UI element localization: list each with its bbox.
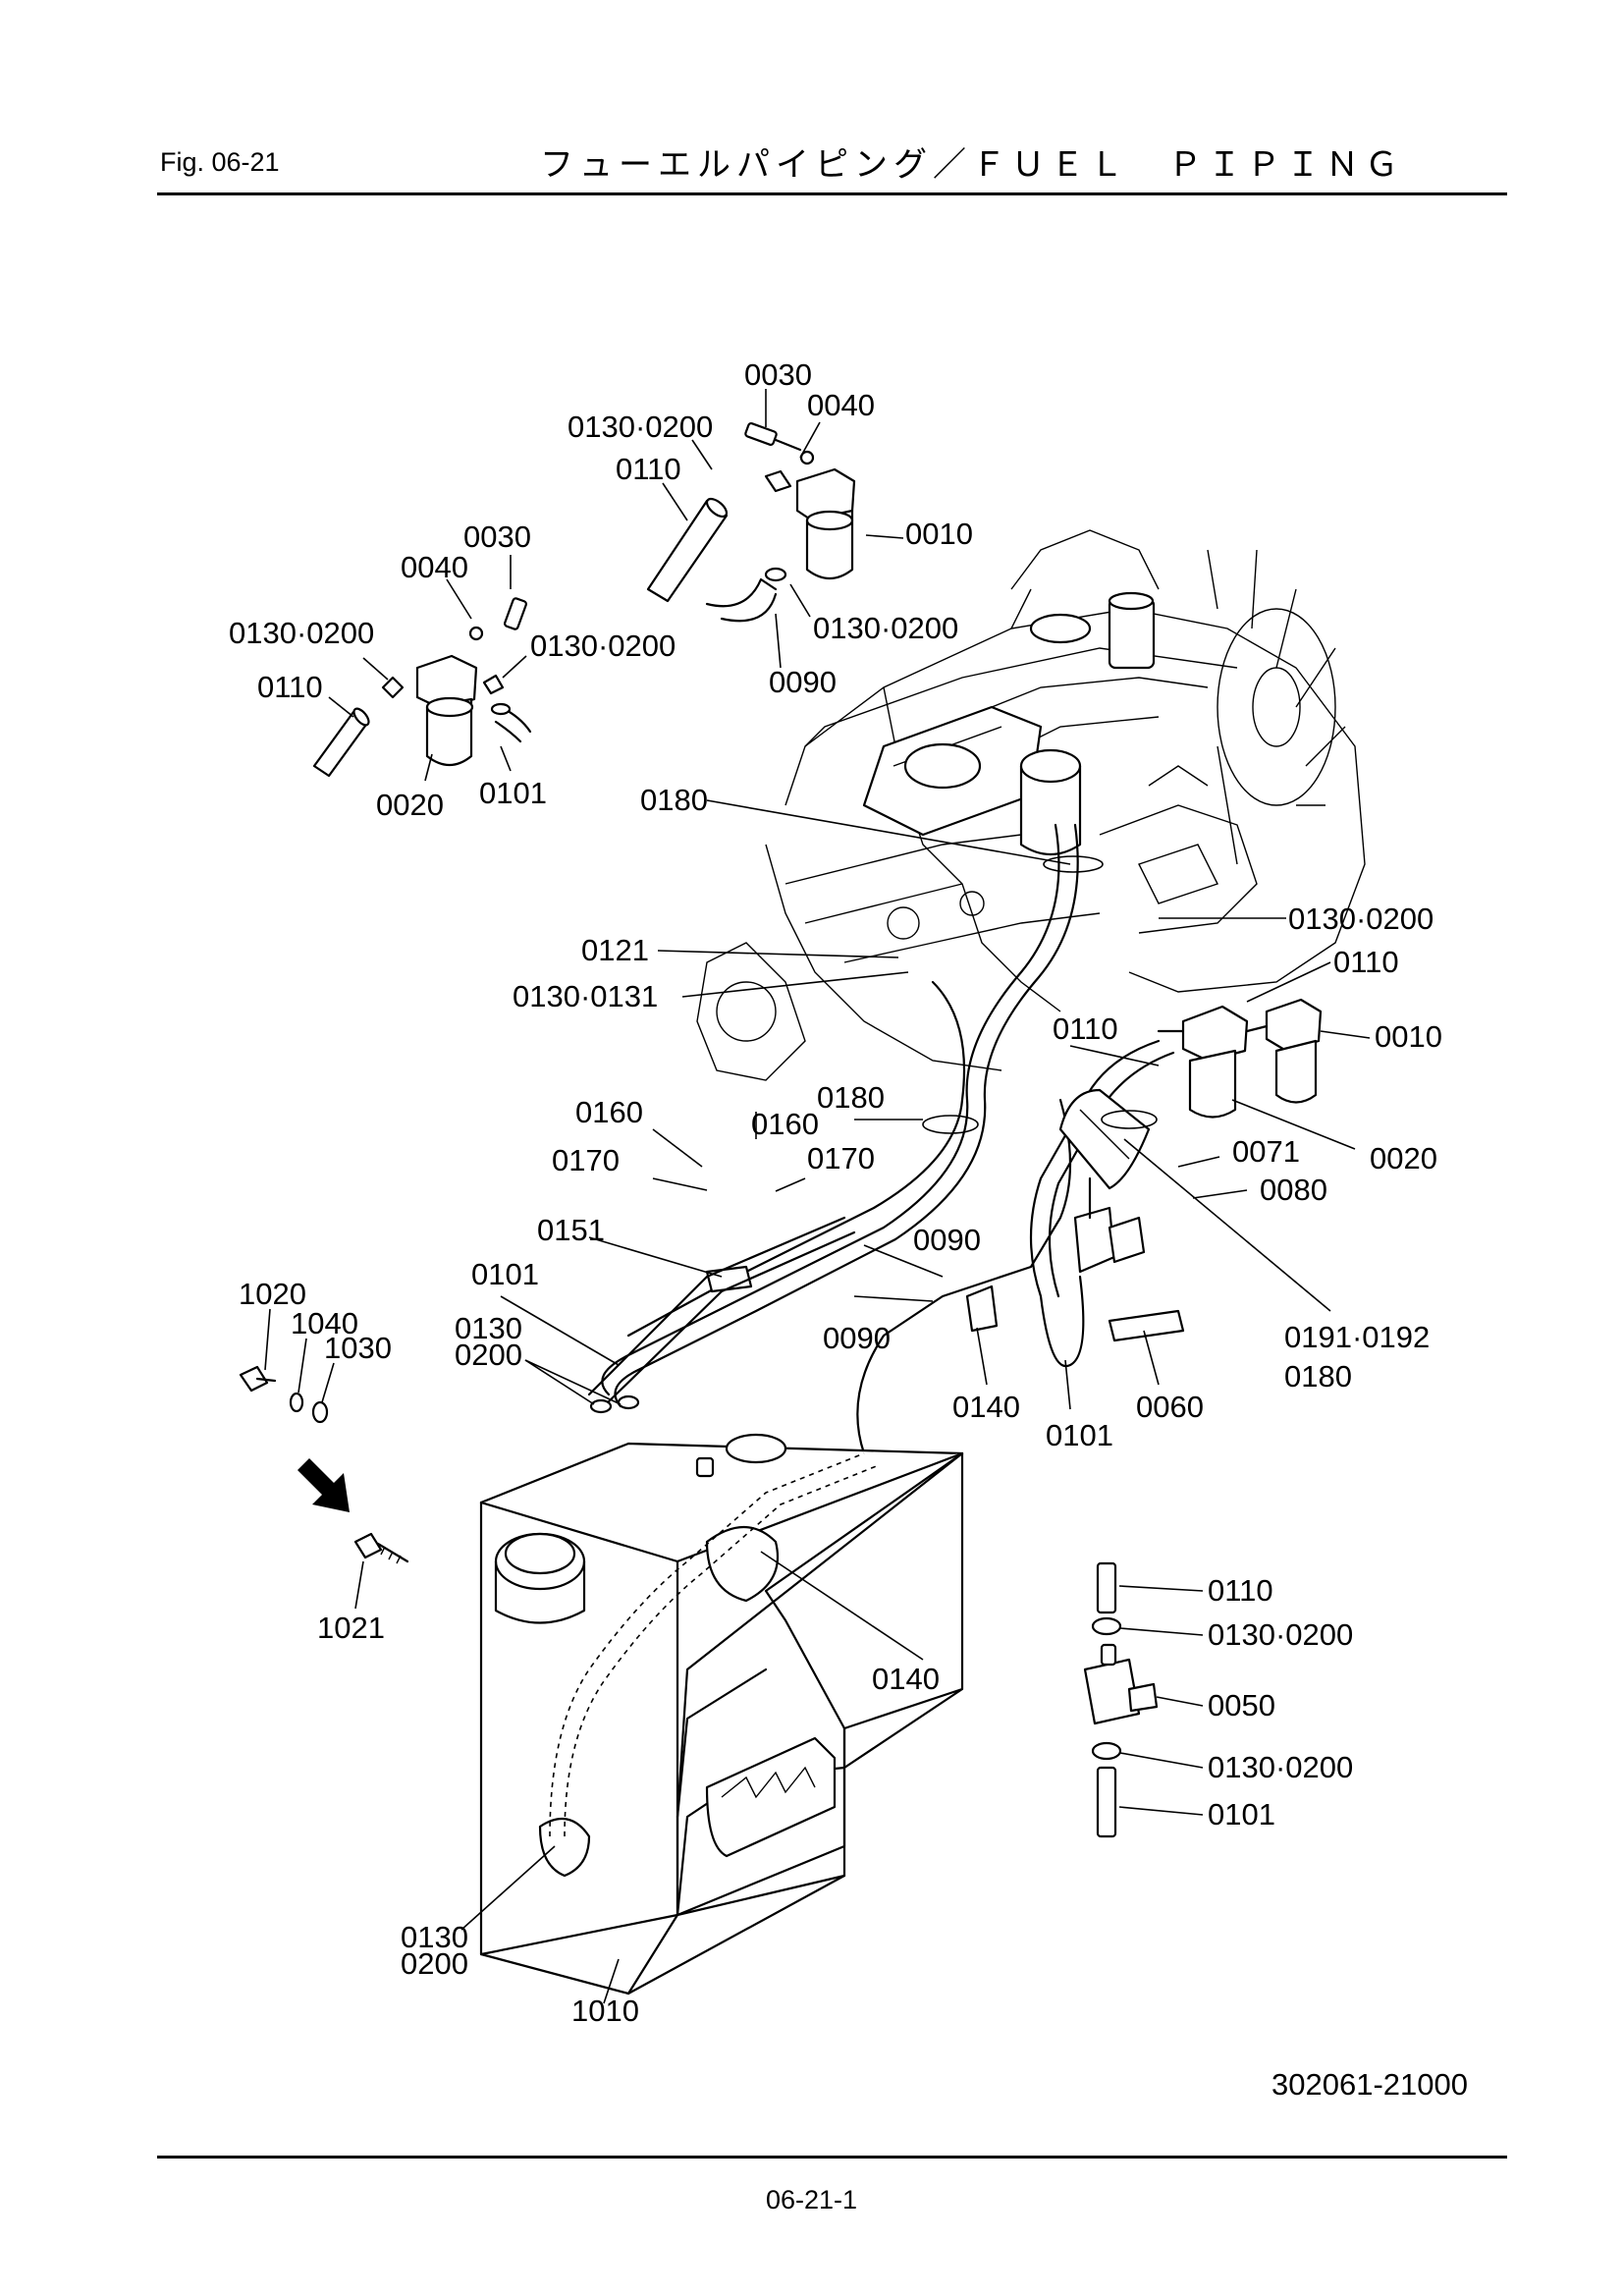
callout-0130-0200-left: 0130·0200	[229, 616, 374, 650]
callout-0090-top: 0090	[769, 665, 837, 699]
callout-0101-mid: 0101	[471, 1257, 539, 1291]
callout-0110-right: 0110	[1333, 945, 1399, 979]
callout-0130-0200-right: 0130·0200	[1288, 902, 1434, 936]
callout-0110-left: 0110	[257, 670, 323, 704]
callout-0101-detail: 0101	[1208, 1797, 1275, 1831]
callout-0130-0200-left2: 0130·0200	[530, 629, 676, 663]
callout-0170-a: 0170	[552, 1143, 620, 1177]
callout-0130-0200-top2: 0130·0200	[813, 611, 958, 645]
callout-0110-mid: 0110	[1053, 1011, 1118, 1046]
callout-0020-right: 0020	[1370, 1141, 1437, 1175]
fuel-filter-top	[646, 422, 856, 623]
callout-1020: 1020	[239, 1277, 306, 1311]
page-number: 06-21-1	[765, 2185, 858, 2214]
callout-0090-mid: 0090	[913, 1223, 981, 1257]
callout-0030-left: 0030	[463, 519, 531, 554]
callout-1030: 1030	[324, 1331, 392, 1365]
callout-0170-b: 0170	[807, 1141, 875, 1175]
header-rule	[157, 192, 1507, 195]
callout-0130-a: 0130	[455, 1311, 522, 1345]
drawing-number: 302061-21000	[1271, 2067, 1468, 2102]
callout-0151: 0151	[537, 1213, 605, 1247]
callout-0180-a: 0180	[640, 783, 708, 817]
fuel-filter-left	[312, 597, 532, 778]
leader-lines	[264, 389, 1371, 2004]
page-title: フューエルパイピング／ＦＵＥＬ ＰＩＰＩＮＧ	[540, 145, 1404, 185]
callout-0020-left: 0020	[376, 788, 444, 822]
callout-0160-a: 0160	[575, 1095, 643, 1129]
footer-rule	[157, 2156, 1507, 2159]
callout-0130-0200-detail-1: 0130·0200	[1208, 1617, 1353, 1652]
callout-0121: 0121	[581, 933, 649, 967]
callout-0140-b: 0140	[872, 1662, 940, 1696]
callout-1021: 1021	[317, 1611, 385, 1645]
callout-1010: 1010	[571, 1994, 639, 2028]
callout-0060: 0060	[1136, 1390, 1204, 1424]
engine-illustration	[696, 529, 1366, 1081]
callout-0050: 0050	[1208, 1688, 1275, 1722]
callout-0130-0131: 0130·0131	[513, 979, 658, 1013]
fuel-pump-detail	[1083, 1561, 1159, 1838]
callout-labels: 0030 0040 0130·0200 0110 0010 0130·0200 …	[229, 357, 1468, 2102]
fuel-lines	[587, 823, 1185, 1455]
callout-0130-b: 0130	[401, 1920, 468, 1954]
callout-0160-b: 0160	[751, 1107, 819, 1141]
callout-1040: 1040	[291, 1306, 358, 1340]
callout-0200-a: 0200	[455, 1338, 522, 1372]
callout-0071: 0071	[1232, 1134, 1300, 1169]
callout-0101-left: 0101	[479, 776, 547, 810]
callout-0200-b: 0200	[401, 1946, 468, 1981]
callout-0010-right: 0010	[1375, 1019, 1442, 1054]
fuel-filter-pair	[1157, 998, 1323, 1119]
callout-0130-0200-top: 0130·0200	[568, 410, 713, 444]
callout-0101-bottom: 0101	[1046, 1418, 1113, 1452]
callout-0080: 0080	[1260, 1173, 1327, 1207]
callout-0030-top: 0030	[744, 357, 812, 392]
callout-0140-a: 0140	[952, 1390, 1020, 1424]
callout-0010-top: 0010	[905, 517, 973, 551]
callout-0110-detail: 0110	[1208, 1573, 1273, 1608]
callout-0110-top: 0110	[616, 452, 681, 486]
callout-0180-c: 0180	[1284, 1359, 1352, 1394]
callout-0130-0200-detail-2: 0130·0200	[1208, 1750, 1353, 1784]
tank-hardware	[239, 1365, 409, 1564]
fuel-tank	[479, 1433, 964, 1995]
callout-0090-lower: 0090	[823, 1321, 891, 1355]
callout-0040-top: 0040	[807, 388, 875, 422]
callout-0191-0192: 0191·0192	[1284, 1320, 1430, 1354]
figure-number: Fig. 06-21	[160, 147, 280, 177]
callout-0180-b: 0180	[817, 1080, 885, 1115]
callout-0040-left: 0040	[401, 550, 468, 584]
